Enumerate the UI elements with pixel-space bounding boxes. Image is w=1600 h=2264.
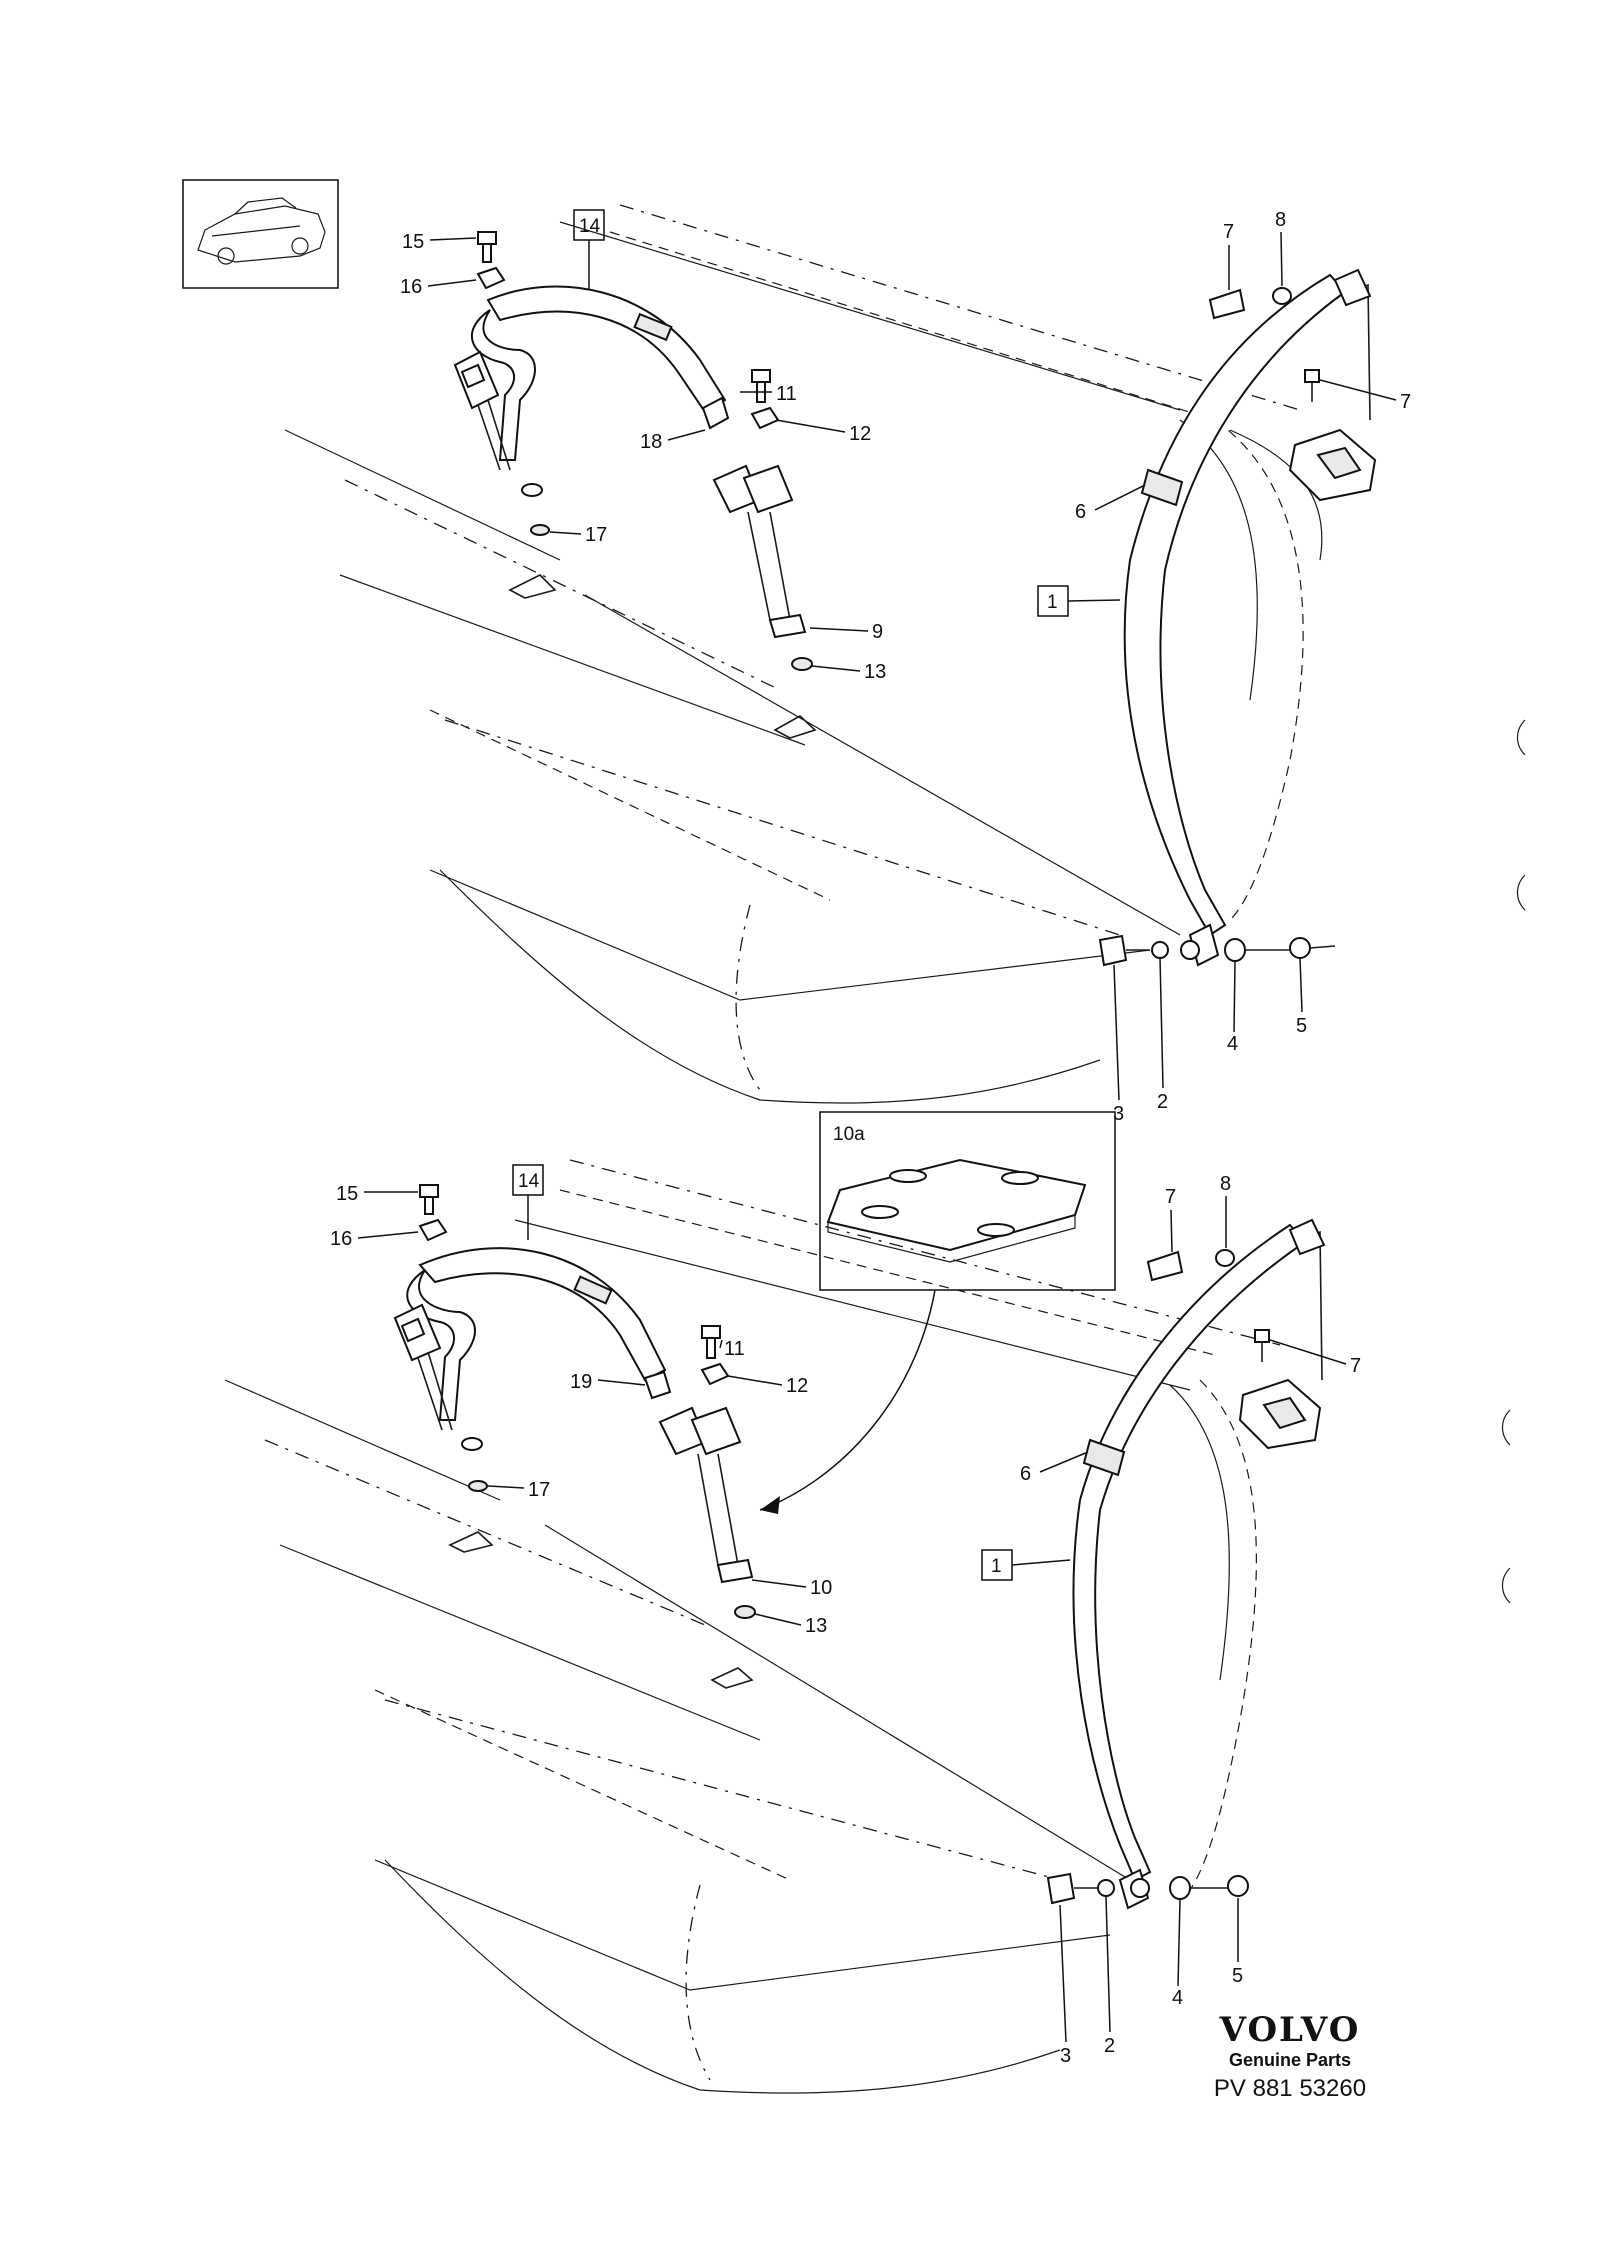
callout-13: 13: [864, 661, 886, 683]
callout-17: 17: [585, 524, 607, 546]
callout-7-right: 7: [1400, 391, 1411, 413]
callout-3-lower: 3: [1060, 2045, 1071, 2067]
callout-2-lower: 2: [1104, 2035, 1115, 2057]
detail-10a-label: 10a: [833, 1124, 865, 1145]
callout-4: 4: [1227, 1033, 1238, 1055]
upper-assembly: [284, 204, 1377, 1104]
callout-8: 8: [1275, 209, 1286, 231]
callout-6-lower: 6: [1020, 1463, 1031, 1485]
drawing-reference: PV 881 53260: [1213, 2075, 1367, 2102]
callout-9: 9: [872, 621, 883, 643]
callout-19: 19: [570, 1371, 592, 1393]
lower-callouts: 15 16 14 11 12 19 17 10 13 7 8 7 6 1 3 2…: [330, 1164, 1361, 2067]
lower-assembly: [224, 1159, 1326, 2094]
callout-5-lower: 5: [1232, 1965, 1243, 1987]
callout-12: 12: [849, 423, 871, 445]
callout-2: 2: [1157, 1091, 1168, 1113]
callout-11-lower: 11: [724, 1338, 745, 1360]
callout-14-lower: 14: [518, 1171, 540, 1192]
margin-marks: [1501, 719, 1526, 1604]
callout-5: 5: [1296, 1015, 1307, 1037]
callout-1-lower: 1: [991, 1556, 1002, 1577]
callout-3: 3: [1113, 1103, 1124, 1125]
callout-7-top: 7: [1223, 221, 1234, 243]
callout-7-right-lower: 7: [1350, 1355, 1361, 1377]
upper-callouts: 15 16 14 11 12 18 17 9 13 7 8 7: [400, 209, 1411, 1125]
brand-block: VOLVO Genuine Parts PV 881 53260: [1210, 2013, 1370, 2103]
callout-15: 15: [402, 231, 424, 253]
car-thumbnail-icon: [182, 179, 339, 289]
brand-tagline: Genuine Parts: [1228, 2050, 1352, 2070]
callout-8-lower: 8: [1220, 1173, 1231, 1195]
detail-10a-box: 10a: [819, 1111, 1116, 1291]
volvo-logo: VOLVO: [1219, 2010, 1361, 2050]
callout-11: 11: [776, 383, 797, 405]
callout-16: 16: [400, 276, 422, 298]
callout-16-lower: 16: [330, 1228, 352, 1250]
callout-1: 1: [1047, 592, 1058, 613]
callout-14: 14: [579, 216, 601, 237]
callout-10: 10: [810, 1577, 832, 1599]
callout-6: 6: [1075, 501, 1086, 523]
callout-18: 18: [640, 431, 662, 453]
callout-15-lower: 15: [336, 1183, 358, 1205]
callout-17-lower: 17: [528, 1479, 550, 1501]
callout-7-top-lower: 7: [1165, 1186, 1176, 1208]
callout-12-lower: 12: [786, 1375, 808, 1397]
callout-13-lower: 13: [805, 1615, 827, 1637]
callout-4-lower: 4: [1172, 1987, 1183, 2009]
